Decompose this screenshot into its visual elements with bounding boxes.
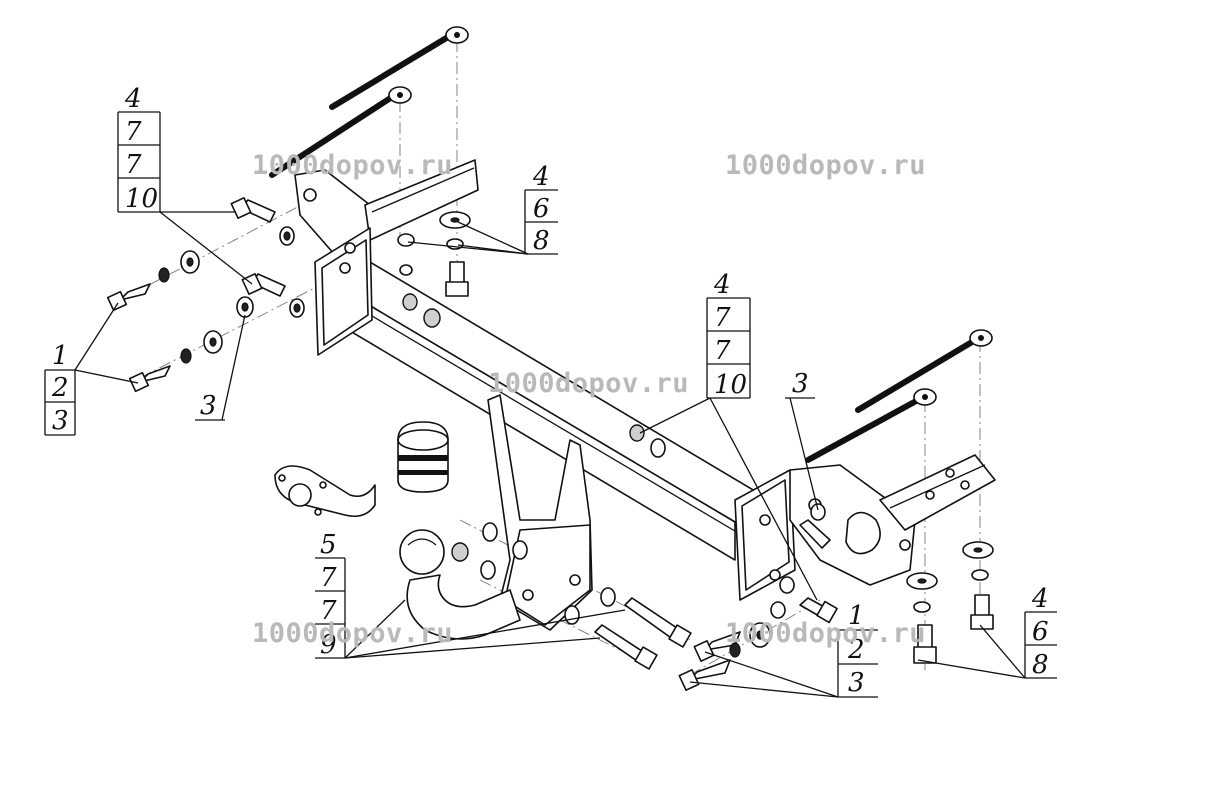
callout-label: 1 (52, 341, 69, 371)
callout-left-single: 3 (195, 391, 225, 421)
callout-bottom-left: 5 7 7 9 (315, 530, 346, 660)
right-mounting-bracket (734, 454, 996, 601)
callout-center: 4 7 7 10 (706, 270, 751, 400)
callout-label: 8 (533, 226, 550, 256)
callout-left: 1 2 3 (44, 341, 76, 436)
callout-label: 7 (320, 596, 337, 626)
callout-label: 7 (714, 336, 731, 366)
bolts (106, 196, 994, 692)
callout-label: 9 (320, 630, 337, 660)
callout-label: 3 (200, 391, 217, 421)
tow-ball (399, 529, 521, 640)
callout-top-middle: 4 6 8 (524, 162, 558, 256)
socket-bracket (274, 465, 376, 518)
callout-label: 7 (320, 563, 337, 593)
callout-label: 4 (1031, 584, 1049, 614)
callout-label: 6 (533, 194, 550, 224)
watermark: 1000dopov.ru (252, 618, 454, 649)
callout-label: 8 (1032, 650, 1049, 680)
callout-bottom-center: 1 2 3 (837, 601, 878, 698)
callout-label: 2 (51, 373, 69, 403)
callout-right-single: 3 (785, 369, 815, 399)
callout-label: 10 (125, 184, 158, 214)
long-stud-right-pair (805, 329, 993, 463)
callout-label: 3 (52, 406, 69, 436)
callout-label: 7 (125, 150, 142, 180)
callout-label: 6 (1032, 617, 1049, 647)
callout-label: 10 (714, 370, 747, 400)
callout-top-left: 4 7 7 10 (117, 84, 161, 214)
callout-label: 4 (124, 84, 142, 114)
callout-leader-lines (74, 211, 1026, 698)
ball-cap (397, 421, 449, 493)
callout-label: 7 (125, 117, 142, 147)
callout-label: 7 (714, 303, 731, 333)
callout-label: 3 (792, 369, 809, 399)
cross-beam (334, 261, 771, 561)
long-stud-left-pair (269, 26, 469, 178)
callout-label: 3 (848, 668, 865, 698)
watermark: 1000dopov.ru (488, 368, 690, 399)
watermark: 1000dopov.ru (725, 618, 927, 649)
watermark: 1000dopov.ru (252, 150, 454, 181)
callout-label: 4 (713, 270, 731, 300)
callout-bottom-right: 4 6 8 (1024, 584, 1057, 680)
left-mounting-bracket (294, 159, 479, 356)
watermark: 1000dopov.ru (725, 150, 927, 181)
callout-label: 2 (847, 635, 865, 665)
callout-label: 5 (320, 530, 337, 560)
callout-label: 4 (532, 162, 550, 192)
callout-label: 1 (848, 601, 865, 631)
